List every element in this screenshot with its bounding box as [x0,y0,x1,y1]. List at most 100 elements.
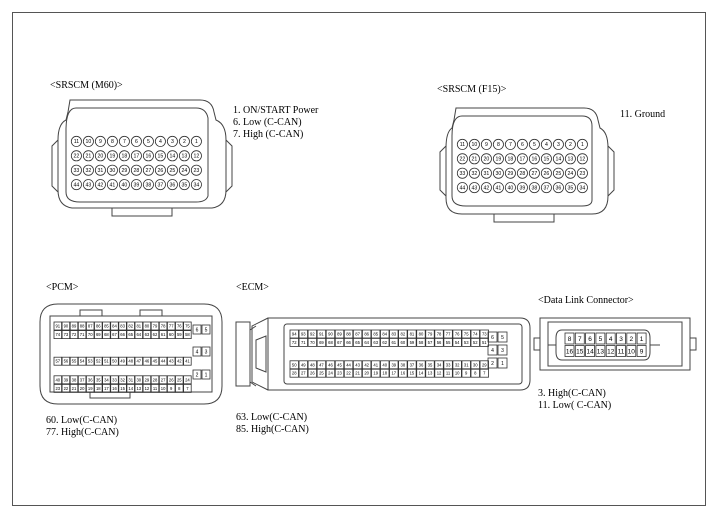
pin-number: 33 [74,168,80,174]
pin: 88 [77,321,87,331]
pin: 29 [504,167,516,179]
pin: 73 [479,329,489,339]
pin-number: 11 [618,348,625,355]
pin-number: 20 [98,154,104,160]
pin: 10 [626,345,637,357]
pin: 65 [126,330,135,340]
pin-number: 14 [128,386,133,391]
pin: 27 [142,164,154,176]
ecm-housing [235,317,531,391]
pin: 24 [325,368,336,378]
pin-number: 26 [310,371,315,376]
pin: 10 [468,138,480,150]
pin: 48 [307,360,318,370]
pin-number: 5 [501,335,504,341]
pin: 5 [497,331,508,343]
pin-number: 22 [74,154,80,160]
pin: 47 [316,360,327,370]
pin: 7 [574,332,585,345]
pin-number: 32 [472,171,478,177]
pin: 43 [82,179,94,191]
pin-number: 45 [153,359,158,364]
pin-number: 18 [122,154,128,160]
pin: 18 [504,153,516,165]
pin: 76 [175,321,184,331]
pin: 35 [564,182,576,194]
pin: 68 [102,330,111,340]
pin: 71 [298,337,308,347]
pin: 8 [492,138,504,150]
pin-number: 33 [112,377,117,382]
pin: 85 [371,329,381,339]
pin: 10 [452,368,462,378]
pin: 4 [192,346,202,357]
pin-number: 12 [607,348,615,355]
pin-number: 64 [364,340,369,345]
pin: 92 [307,329,318,339]
pin-number: 78 [161,323,166,328]
pin: 55 [69,356,79,366]
pin: 13 [425,368,435,378]
pin-number: 58 [185,332,190,337]
pin: 54 [452,337,462,347]
srscm-m60-note: 6. Low (C-CAN) [233,117,302,128]
pin: 80 [416,329,426,339]
ecm-note: 85. High(C-CAN) [236,424,309,435]
pin: 88 [343,329,354,339]
pin-number: 82 [401,331,406,336]
pin: 33 [456,167,468,179]
pin: 49 [118,356,127,366]
pin-number: 43 [355,362,360,367]
pin: 80 [142,321,152,331]
pin-number: 30 [136,377,141,382]
pin: 29 [142,375,152,385]
pin: 46 [325,360,336,370]
pin-number: 4 [609,336,613,343]
pin-number: 86 [364,331,369,336]
pin: 27 [298,368,308,378]
pin-number: 94 [292,331,297,336]
pin: 33 [443,360,453,370]
pin: 38 [142,179,154,191]
pin-number: 16 [532,157,538,163]
pin-number: 21 [86,154,92,160]
pin: 25 [316,368,327,378]
pin-number: 91 [55,323,60,328]
pin: 84 [110,321,119,331]
pin: 64 [361,337,372,347]
pin: 26 [166,375,176,385]
pin-number: 79 [428,331,433,336]
pin-number: 36 [419,362,424,367]
pin: 61 [158,330,168,340]
pin-number: 60 [169,332,174,337]
pin: 18 [380,368,390,378]
pin-number: 64 [136,332,141,337]
pin: 63 [371,337,381,347]
pin-number: 4 [545,142,548,148]
pin: 65 [352,337,363,347]
pin: 86 [361,329,372,339]
pin: 28 [516,167,528,179]
pin-number: 32 [86,168,92,174]
pin-number: 23 [194,168,200,174]
pin-number: 26 [158,168,164,174]
pin-number: 15 [544,157,550,163]
pin: 41 [106,179,118,191]
pin-number: 41 [185,359,190,364]
pin-number: 12 [437,371,442,376]
pin-number: 11 [446,371,451,376]
pin-number: 9 [465,371,468,376]
pin-number: 7 [578,336,582,343]
pin-number: 9 [170,386,173,391]
pin: 35 [178,179,190,191]
pin: 20 [94,150,106,162]
pin-number: 14 [586,348,594,355]
pin-number: 34 [104,377,109,382]
pin-number: 43 [169,359,174,364]
dlc-note: 11. Low( C-CAN) [538,400,612,411]
pin: 22 [456,153,468,165]
pin: 16 [528,153,540,165]
pin-number: 69 [96,332,101,337]
pin: 22 [343,368,354,378]
pin: 8 [470,368,480,378]
